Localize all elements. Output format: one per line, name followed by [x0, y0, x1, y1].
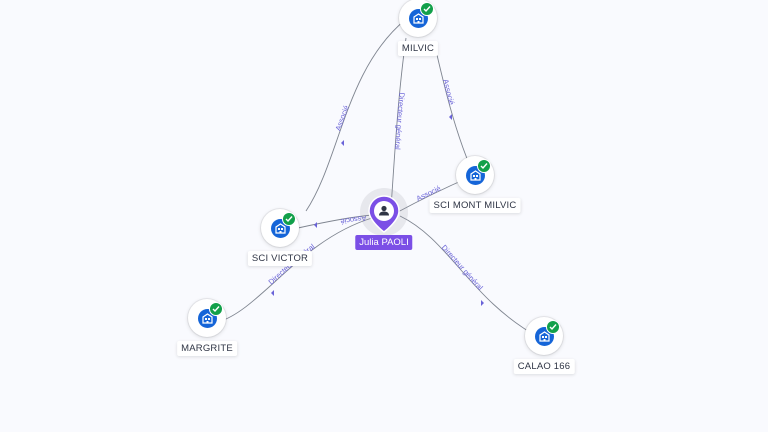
- company-icon: [525, 317, 563, 355]
- arrow-marker: [481, 300, 484, 306]
- edge-arrows: [271, 114, 484, 306]
- edge-label-julia-milvic: Directeur général: [393, 92, 407, 150]
- company-icon: [456, 156, 494, 194]
- edge-julia-milvic: [390, 37, 407, 209]
- edge-julia-margrite: [217, 217, 373, 323]
- arrow-marker: [271, 290, 274, 296]
- edge-label-scivictor-milvic: Associé: [333, 104, 351, 132]
- edge-label-scimontmilvic-milvic: Associé: [441, 78, 456, 106]
- company-icon: [261, 209, 299, 247]
- verified-check-icon: [546, 320, 560, 334]
- verified-check-icon: [209, 302, 223, 316]
- arrow-marker: [341, 140, 344, 146]
- company-label: MILVIC: [397, 41, 439, 56]
- company-icon: [188, 299, 226, 337]
- edge-label-julia-scivictor: Associé: [340, 214, 367, 227]
- company-icon: [399, 0, 437, 37]
- verified-check-icon: [477, 159, 491, 173]
- edge-scimontmilvic-milvic: [433, 41, 471, 167]
- person-name-label: Julia PAOLI: [355, 235, 413, 250]
- edge-scivictor-milvic: [305, 19, 406, 212]
- company-label: SCI VICTOR: [247, 251, 313, 266]
- arrow-marker: [449, 114, 452, 120]
- company-label: CALAO 166: [513, 359, 575, 374]
- company-label: SCI MONT MILVIC: [429, 198, 521, 213]
- verified-check-icon: [420, 2, 434, 16]
- edge-julia-scivictor: [297, 214, 373, 229]
- company-label: MARGRITE: [177, 341, 237, 356]
- person-icon: [379, 205, 389, 216]
- edge-label-julia-calao166: Directeur général: [440, 243, 485, 292]
- verified-check-icon: [282, 212, 296, 226]
- edge-julia-calao166: [399, 215, 541, 339]
- arrow-marker: [314, 222, 317, 228]
- person-pin-icon: [368, 195, 400, 233]
- graph-edges: [217, 19, 541, 339]
